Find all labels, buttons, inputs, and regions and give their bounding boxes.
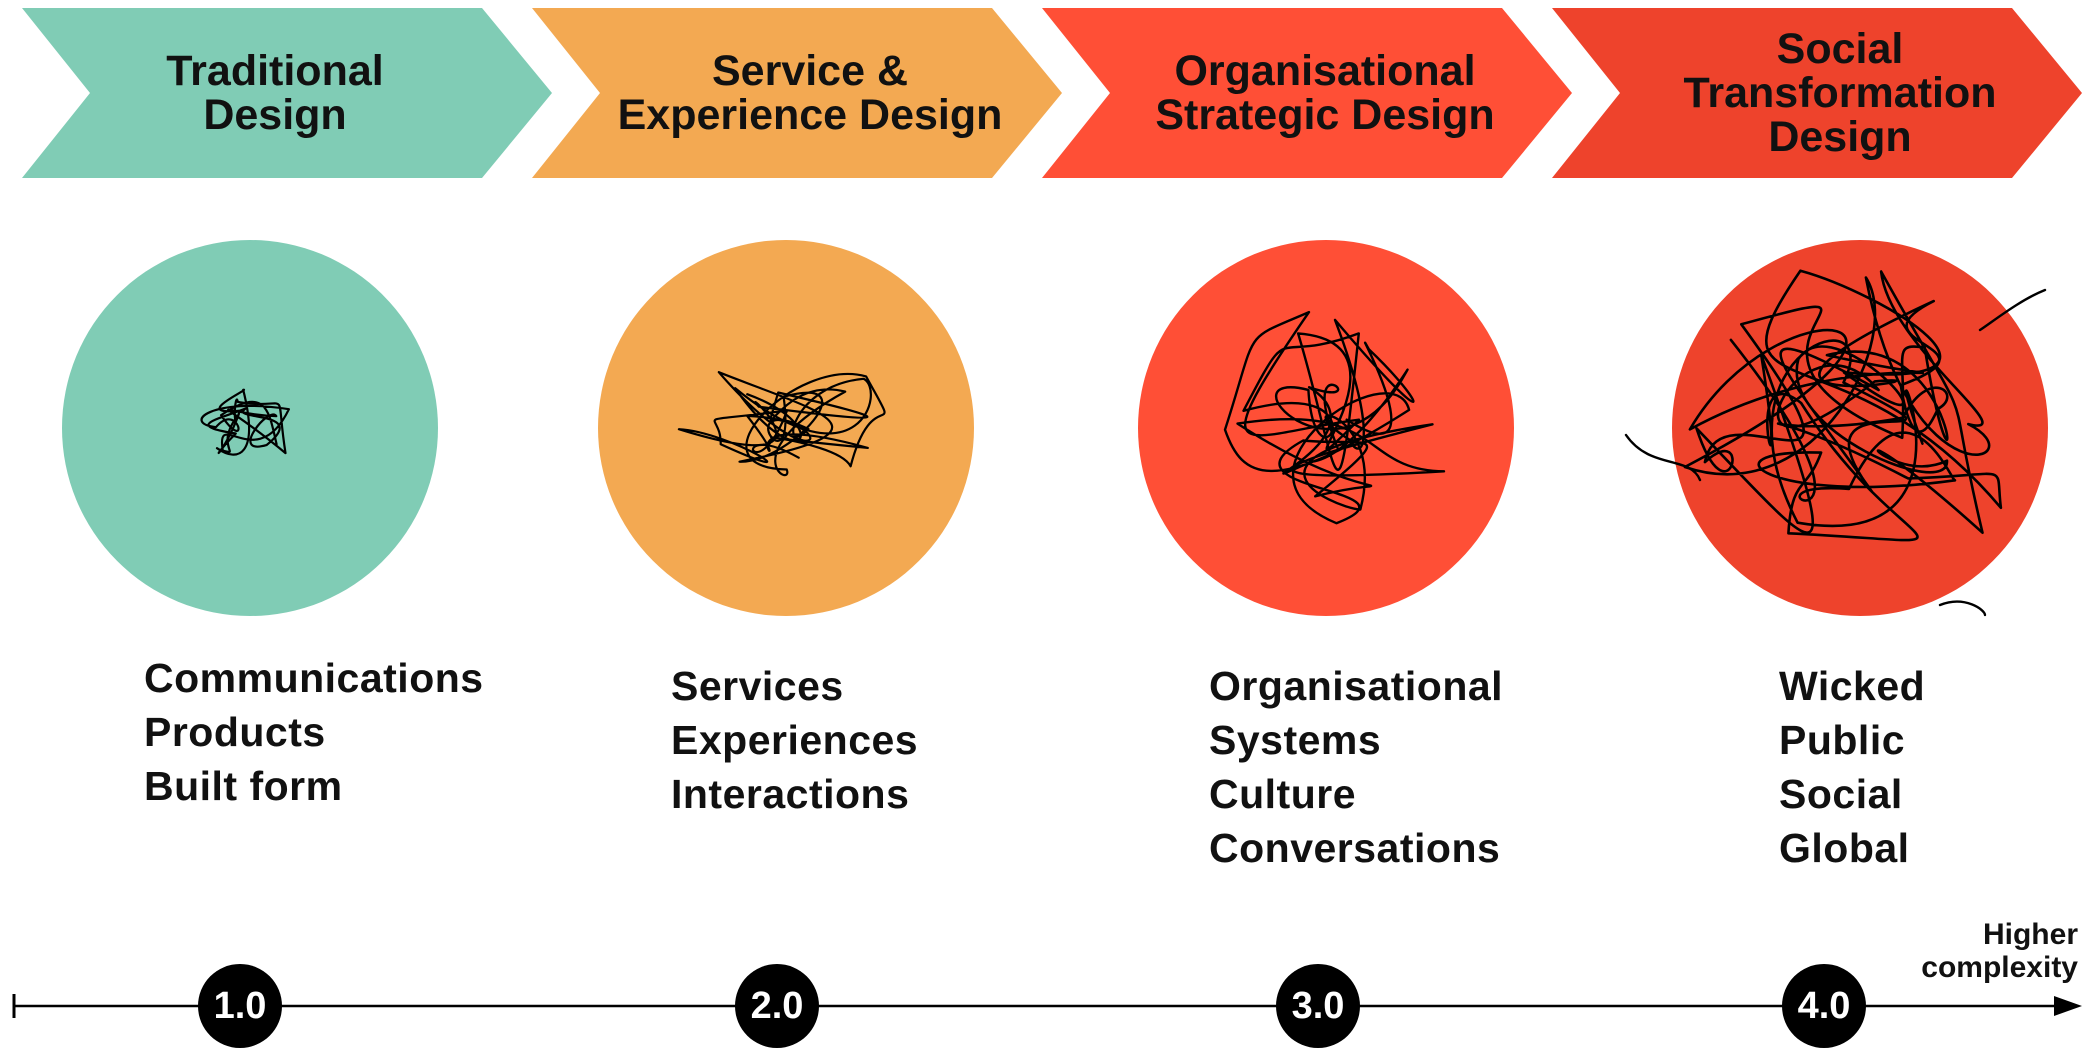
stage-number-3: 3.0 [1276, 964, 1360, 1048]
scribble-icon-2 [677, 371, 886, 477]
stage-item: Communications [144, 655, 484, 701]
scribble-group [200, 269, 2047, 617]
stage-number-1: 1.0 [198, 964, 282, 1048]
stage-item: Experiences [671, 717, 919, 763]
stage-number-4: 4.0 [1782, 964, 1866, 1048]
stage-item: Products [144, 709, 326, 755]
scribble-icon-3 [1223, 310, 1446, 525]
stage-item: Organisational [1209, 663, 1504, 709]
stage-items-service-experience: Services Experiences Interactions [671, 659, 918, 821]
scribble-tail-icon [1624, 288, 2047, 617]
complexity-circles [62, 240, 2048, 616]
chevron-title-line: Experience Design [617, 91, 1003, 139]
stage-items-social-transformation: Wicked Public Social Global [1779, 659, 1925, 875]
chevron-title-line: Service & [711, 47, 909, 95]
stage-item: Wicked [1779, 663, 1926, 709]
chevron-title-line: Transformation [1683, 69, 1997, 117]
stage-item: Social [1779, 771, 1903, 817]
stage-item: Public [1779, 717, 1906, 763]
chevron-row [22, 8, 2082, 178]
chevron-shape-2 [532, 8, 1062, 178]
chevron-label-traditional: Traditional Design [60, 8, 490, 178]
stage-item: Built form [144, 763, 343, 809]
chevron-title-line: Organisational [1174, 47, 1476, 95]
stage-items-organisational: Organisational Systems Culture Conversat… [1209, 659, 1503, 875]
chevron-title-line: Social [1776, 25, 1904, 73]
stage-items-traditional: Communications Products Built form [144, 651, 484, 813]
chevron-shape-1 [22, 8, 552, 178]
scribble-icon-4 [1683, 269, 2003, 542]
chevron-title-line: Traditional [166, 47, 384, 95]
stage-item: Interactions [671, 771, 910, 817]
chevron-label-social-transformation: Social Transformation Design [1610, 8, 2070, 178]
chevron-shape-4 [1552, 8, 2082, 178]
stage-number-2: 2.0 [735, 964, 819, 1048]
chevron-title-line: Design [203, 91, 347, 139]
complexity-axis [12, 994, 2082, 1018]
stage-item: Systems [1209, 717, 1382, 763]
stage-item: Conversations [1209, 825, 1501, 871]
stage-item: Culture [1209, 771, 1356, 817]
stage-item: Services [671, 663, 844, 709]
stage-item: Global [1779, 825, 1910, 871]
scribble-icon-1 [200, 388, 290, 456]
chevron-label-organisational: Organisational Strategic Design [1100, 8, 1550, 178]
chevron-label-service-experience: Service & Experience Design [580, 8, 1040, 178]
chevron-title-line: Strategic Design [1155, 91, 1495, 139]
axis-label-line: complexity [1921, 951, 2078, 984]
axis-label: Higher complexity [1921, 918, 2078, 984]
axis-arrow-icon [2054, 996, 2082, 1016]
chevron-shape-3 [1042, 8, 1572, 178]
axis-label-line: Higher [1982, 918, 2078, 951]
chevron-title-line: Design [1768, 113, 1912, 161]
